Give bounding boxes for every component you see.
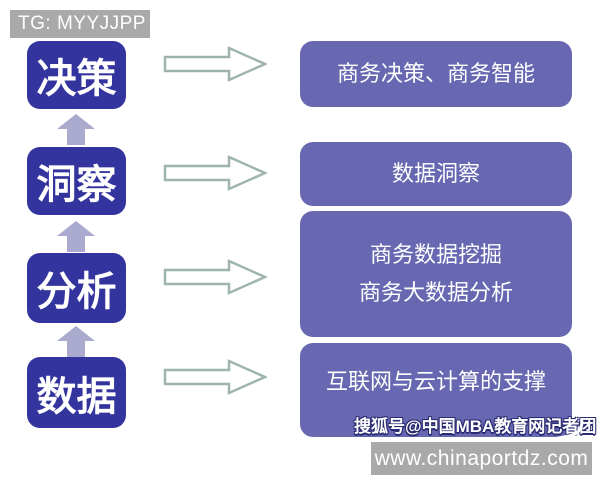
desc-box-data: 互联网与云计算的支撑 (300, 343, 572, 437)
stage-label-data: 数据 (36, 374, 117, 419)
desc-box-decision: 商务决策、商务智能 (300, 41, 572, 107)
stage-box-analysis: 分析 (27, 253, 126, 323)
up-arrow-icon (57, 114, 95, 145)
desc-box-analysis: 商务数据挖掘 商务大数据分析 (300, 211, 572, 337)
right-arrow-icon (163, 155, 267, 191)
sohu-watermark-text: 搜狐号@中国MBA教育网记者团 (354, 417, 597, 436)
desc-box-insight: 数据洞察 (300, 142, 572, 206)
right-arrow-icon (163, 359, 267, 395)
stage-box-data: 数据 (27, 357, 126, 428)
desc-line: 数据洞察 (391, 161, 480, 186)
desc-line: 商务决策、商务智能 (336, 61, 535, 86)
stage-label-decision: 决策 (36, 57, 117, 101)
stage-box-decision: 决策 (27, 41, 126, 109)
stage-label-insight: 洞察 (36, 163, 117, 207)
up-arrow-icon (57, 221, 95, 252)
stage-label-analysis: 分析 (36, 270, 117, 314)
tg-watermark-badge: TG: MYYJJPP (10, 10, 150, 38)
up-arrow-icon (57, 326, 95, 357)
desc-line: 互联网与云计算的支撑 (325, 369, 546, 394)
site-url-bar: www.chinaportdz.com (371, 442, 592, 475)
desc-line: 商务数据挖掘 (369, 242, 502, 267)
stage-box-insight: 洞察 (27, 147, 126, 215)
right-arrow-icon (163, 259, 267, 295)
right-arrow-icon (163, 46, 267, 82)
desc-line: 商务大数据分析 (358, 280, 513, 305)
